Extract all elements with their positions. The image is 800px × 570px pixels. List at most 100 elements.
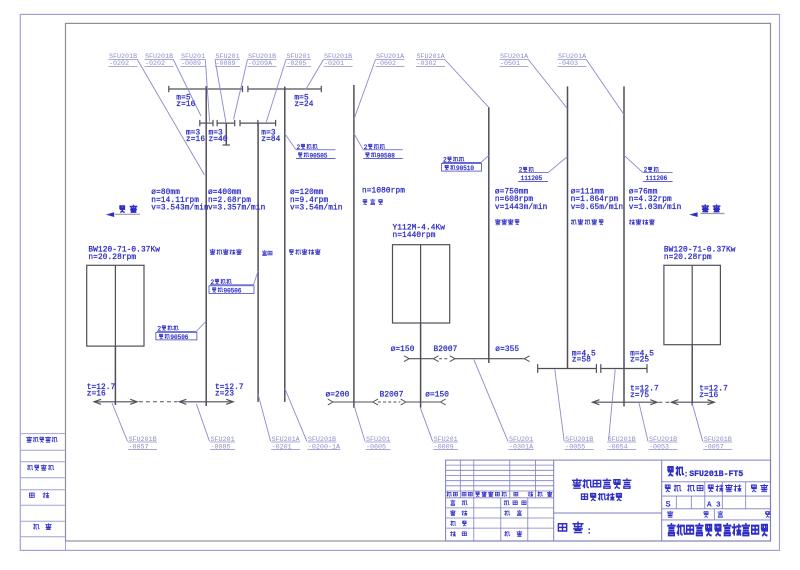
svg-text:SFU201B: SFU201B (109, 53, 137, 61)
svg-text:n=14.11rpm: n=14.11rpm (151, 197, 199, 205)
svg-text:-0055: -0055 (565, 443, 585, 451)
svg-text:m=3: m=3 (186, 130, 201, 138)
svg-text:ø=150: ø=150 (425, 391, 449, 399)
svg-text:z=23: z=23 (215, 390, 234, 398)
svg-text:SFU201A: SFU201A (376, 53, 405, 61)
svg-text:n=4.32rpm: n=4.32rpm (629, 196, 672, 204)
svg-text:n=20.28rpm: n=20.28rpm (88, 254, 136, 262)
svg-text:ø=80mm: ø=80mm (151, 189, 180, 197)
svg-text:m=5: m=5 (176, 95, 191, 103)
svg-text:n=1080rpm: n=1080rpm (362, 188, 405, 196)
svg-text:SFU201B: SFU201B (248, 53, 276, 61)
svg-text:S: S (666, 499, 671, 509)
svg-text:90506: 90506 (170, 334, 188, 341)
svg-text:Y112M-4.4Kw: Y112M-4.4Kw (393, 225, 446, 233)
svg-text:-0501: -0501 (500, 60, 520, 68)
svg-text:SFU201A: SFU201A (272, 436, 301, 444)
svg-text:SFU201A: SFU201A (500, 53, 529, 61)
svg-text:z=16: z=16 (186, 136, 205, 144)
svg-text:SFU201B: SFU201B (308, 436, 336, 444)
svg-text:A 3: A 3 (707, 502, 721, 510)
svg-text:111205: 111205 (521, 175, 543, 182)
svg-text:t=12.7: t=12.7 (87, 384, 116, 392)
svg-text:SFU201: SFU201 (434, 436, 458, 444)
svg-text:SFU201: SFU201 (287, 53, 311, 61)
svg-text:ø=400mm: ø=400mm (208, 189, 242, 197)
svg-text:m=4,5: m=4,5 (630, 350, 654, 358)
svg-text:-0602: -0602 (376, 60, 396, 68)
svg-text:BW120-71-0.37Kw: BW120-71-0.37Kw (88, 247, 160, 255)
svg-text:-0201: -0201 (324, 60, 344, 68)
svg-text:n=1.864rpm: n=1.864rpm (571, 196, 619, 204)
svg-text:SFU201B: SFU201B (608, 436, 636, 444)
svg-text:z=16: z=16 (176, 101, 195, 109)
svg-text:z=40: z=40 (209, 136, 228, 144)
svg-text:90508: 90508 (377, 152, 395, 159)
svg-text:-0301A: -0301A (509, 443, 534, 451)
svg-text:SFU201: SFU201 (509, 436, 533, 444)
svg-text:m=5: m=5 (294, 95, 309, 103)
svg-text:SFU201A: SFU201A (417, 53, 446, 61)
svg-text:n=2.68rpm: n=2.68rpm (208, 197, 251, 205)
svg-text:B2007: B2007 (434, 346, 458, 354)
svg-text:SFU201A: SFU201A (558, 53, 587, 61)
svg-text:z=84: z=84 (261, 136, 280, 144)
svg-text:z=58: z=58 (572, 357, 591, 365)
svg-text:z=24: z=24 (294, 101, 313, 109)
svg-text:SFU201: SFU201 (181, 53, 205, 61)
svg-text:ø=150: ø=150 (391, 346, 415, 354)
svg-text:n=608rpm: n=608rpm (495, 196, 533, 204)
svg-text:SFU201: SFU201 (216, 53, 240, 61)
svg-text:90506: 90506 (224, 287, 242, 294)
svg-text:v=3.357m/min: v=3.357m/min (208, 205, 265, 213)
svg-text:-0200-1A: -0200-1A (308, 443, 341, 451)
svg-text:-0057: -0057 (704, 443, 724, 451)
svg-text:ø=355: ø=355 (495, 346, 519, 354)
svg-text:2: 2 (157, 325, 161, 332)
svg-text:SFU201B: SFU201B (145, 53, 173, 61)
svg-text:2: 2 (297, 144, 301, 151)
svg-text:-0054: -0054 (608, 443, 628, 451)
svg-text:B2007: B2007 (380, 391, 404, 399)
svg-text:SFU201B-FT5: SFU201B-FT5 (689, 470, 743, 479)
svg-text:2: 2 (443, 157, 447, 164)
svg-text:SFU201B: SFU201B (129, 436, 157, 444)
svg-text:2: 2 (211, 279, 215, 286)
svg-text:v=1.03m/min: v=1.03m/min (629, 204, 682, 212)
svg-text:ø=76mm: ø=76mm (629, 188, 658, 196)
svg-text:n=20.28rpm: n=20.28rpm (664, 254, 712, 262)
svg-text:SFU201: SFU201 (366, 436, 390, 444)
svg-text:t=12.7: t=12.7 (630, 386, 659, 394)
svg-text:m=4,5: m=4,5 (572, 350, 596, 358)
svg-text:ø=200: ø=200 (326, 391, 350, 399)
svg-text:2: 2 (364, 144, 368, 151)
svg-text:n=9.4rpm: n=9.4rpm (290, 197, 328, 205)
svg-text:-0205: -0205 (287, 60, 307, 68)
svg-text:90505: 90505 (310, 152, 328, 159)
svg-text:t=12.7: t=12.7 (699, 386, 728, 394)
svg-text:SFU201B: SFU201B (704, 436, 732, 444)
svg-text:2: 2 (644, 167, 648, 174)
svg-text:t=12.7: t=12.7 (215, 384, 244, 392)
svg-text:-0089: -0089 (181, 60, 201, 68)
svg-text:SFU201B: SFU201B (565, 436, 593, 444)
svg-text:m=3: m=3 (209, 130, 224, 138)
svg-text:-0057: -0057 (129, 443, 149, 451)
svg-text:ø=750mm: ø=750mm (495, 188, 529, 196)
svg-text:2: 2 (519, 167, 523, 174)
svg-text:-0302: -0302 (417, 60, 437, 68)
svg-text::: : (587, 527, 593, 537)
svg-text:-0085: -0085 (211, 443, 231, 451)
svg-text:v=3.543m/min: v=3.543m/min (151, 205, 208, 213)
svg-text:-0605: -0605 (366, 443, 386, 451)
svg-text:m=3: m=3 (261, 130, 276, 138)
svg-text:-0053: -0053 (649, 443, 669, 451)
svg-text:ø=120mm: ø=120mm (290, 189, 324, 197)
svg-text:SFU201B: SFU201B (649, 436, 677, 444)
svg-text:z=25: z=25 (630, 357, 649, 365)
svg-text:z=75: z=75 (630, 392, 649, 400)
svg-text:-0209A: -0209A (248, 60, 273, 68)
svg-text:-0202: -0202 (145, 60, 165, 68)
svg-text:z=16: z=16 (87, 390, 106, 398)
svg-text:v=1443m/min: v=1443m/min (495, 204, 548, 212)
